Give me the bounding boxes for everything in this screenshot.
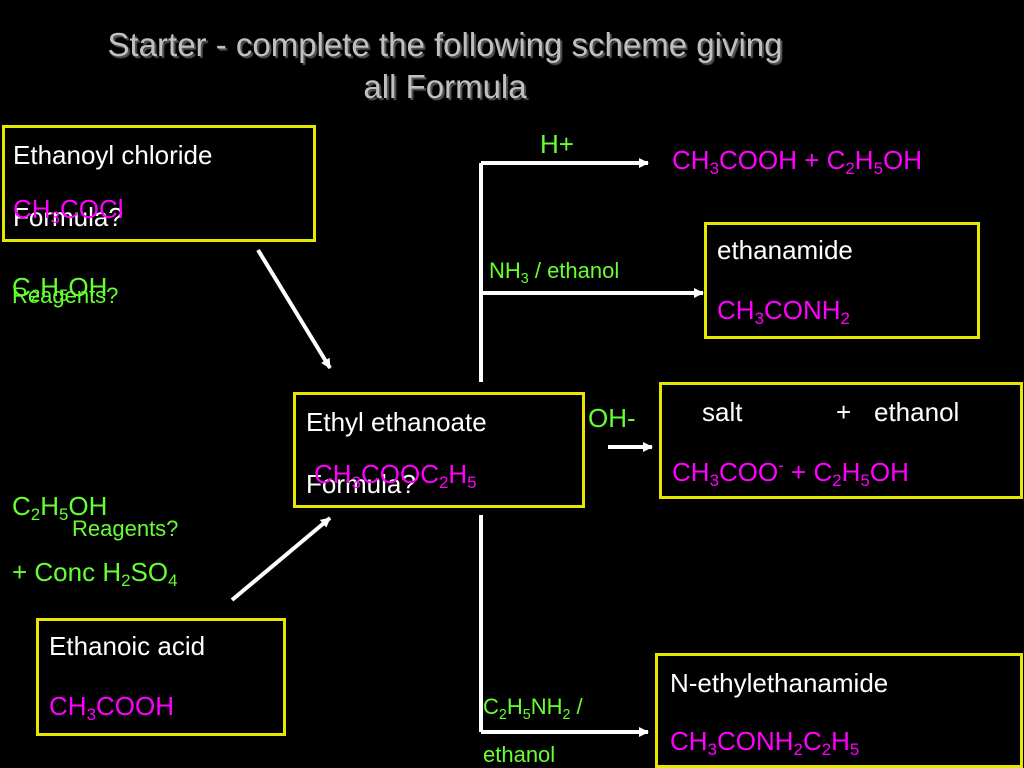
reagent-ohminus: OH- bbox=[588, 403, 636, 433]
hydrolysis-products: CH3COOH + C2H5OH bbox=[672, 145, 922, 178]
arrow-ethanoyl-to-ester bbox=[256, 248, 332, 370]
n-ethylethanamide-name: N-ethylethanamide bbox=[670, 668, 889, 698]
salt-ethanol-formula: CH3COO- + C2H5OH bbox=[672, 456, 909, 490]
reagent-ethylamine: C2H5NH2 / bbox=[483, 694, 583, 723]
ethanamide-formula: CH3CONH2 bbox=[717, 295, 850, 328]
reagent-ethylamine-solvent: ethanol bbox=[483, 742, 556, 767]
lower-reagents-formula-2: + Conc H2SO4 bbox=[12, 557, 178, 590]
ethyl-ethanoate-name: Ethyl ethanoate bbox=[306, 407, 487, 437]
ethanoic-acid-name: Ethanoic acid bbox=[49, 631, 206, 661]
title-line-1: Starter - complete the following scheme … bbox=[107, 26, 783, 63]
ethanamide-box: ethanamide CH3CONH2 bbox=[704, 222, 980, 339]
upper-reagents-formula: C2H5OH bbox=[12, 272, 108, 305]
ethyl-ethanoate-formula: CH3COOC2H5 bbox=[314, 459, 477, 492]
page-title: Starter - complete the following scheme … bbox=[0, 24, 890, 108]
title-line-2: all Formula bbox=[363, 68, 527, 105]
ethanoyl-chloride-name: Ethanoyl chloride bbox=[13, 140, 213, 170]
upper-reagents-prompt: Reagents? bbox=[12, 283, 119, 308]
lower-reagents-formula-1: C2H5OH bbox=[12, 491, 108, 524]
ethanoyl-formula-prompt: Formula? bbox=[13, 202, 123, 232]
n-ethylethanamide-box: N-ethylethanamide CH3CONH2C2H5 bbox=[655, 653, 1023, 768]
arrow-acid-to-ester bbox=[230, 516, 332, 602]
ethanoic-acid-box: Ethanoic acid CH3COOH bbox=[36, 618, 286, 736]
lower-reagents-prompt: Reagents? bbox=[72, 516, 179, 541]
n-ethylethanamide-formula: CH3CONH2C2H5 bbox=[670, 726, 860, 759]
ethanoyl-formula: CH3COCl bbox=[13, 194, 124, 227]
reagent-hplus: H+ bbox=[540, 129, 574, 159]
ethanoyl-chloride-box: Ethanoyl chloride Formula? CH3COCl bbox=[2, 125, 316, 242]
ethanoic-acid-formula: CH3COOH bbox=[49, 691, 174, 724]
salt-label: salt bbox=[702, 397, 743, 427]
salt-plus: + bbox=[836, 397, 852, 427]
ethanol-label: ethanol bbox=[874, 397, 960, 427]
reagent-nh3: NH3 / ethanol bbox=[489, 258, 620, 287]
ethyl-ethanoate-box: Ethyl ethanoate Formula? CH3COOC2H5 bbox=[293, 392, 585, 508]
salt-ethanol-box: salt + ethanol CH3COO- + C2H5OH bbox=[659, 382, 1023, 499]
ethyl-ethanoate-formula-prompt: Formula? bbox=[306, 469, 416, 499]
ethanamide-name: ethanamide bbox=[717, 235, 853, 265]
